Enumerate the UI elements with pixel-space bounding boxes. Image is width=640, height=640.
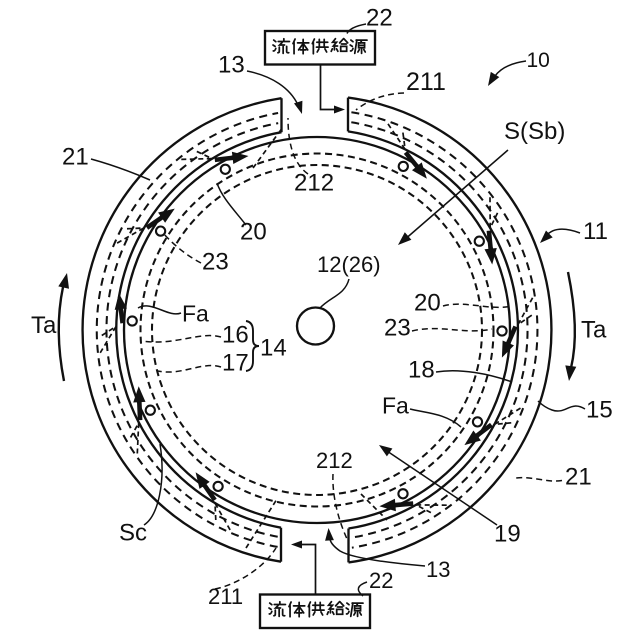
svg-text:12(26): 12(26) [317, 252, 381, 277]
svg-text:S(Sb): S(Sb) [504, 118, 565, 145]
svg-text:211: 211 [406, 68, 446, 96]
svg-text:15: 15 [586, 397, 613, 424]
svg-text:14: 14 [260, 335, 287, 362]
svg-text:Ta: Ta [31, 312, 57, 339]
svg-text:23: 23 [384, 315, 411, 342]
svg-text:22: 22 [366, 5, 393, 32]
svg-text:16: 16 [222, 322, 249, 349]
svg-text:212: 212 [294, 170, 334, 197]
svg-text:10: 10 [527, 49, 550, 72]
svg-text:Ta: Ta [581, 317, 607, 344]
svg-text:17: 17 [222, 350, 249, 377]
svg-text:21: 21 [565, 464, 592, 491]
svg-text:212: 212 [316, 448, 353, 473]
svg-text:Fa: Fa [182, 301, 209, 327]
svg-text:19: 19 [494, 521, 521, 548]
svg-text:18: 18 [408, 357, 435, 384]
svg-text:13: 13 [218, 52, 245, 79]
svg-text:20: 20 [240, 219, 267, 246]
svg-text:20: 20 [414, 290, 441, 317]
svg-text:Sc: Sc [119, 520, 147, 547]
svg-text:21: 21 [62, 144, 89, 171]
svg-text:23: 23 [202, 249, 229, 276]
svg-text:13: 13 [426, 557, 450, 582]
svg-text:22: 22 [369, 568, 393, 593]
svg-text:211: 211 [208, 584, 243, 609]
svg-text:Fa: Fa [382, 393, 409, 419]
svg-text:11: 11 [583, 218, 608, 245]
